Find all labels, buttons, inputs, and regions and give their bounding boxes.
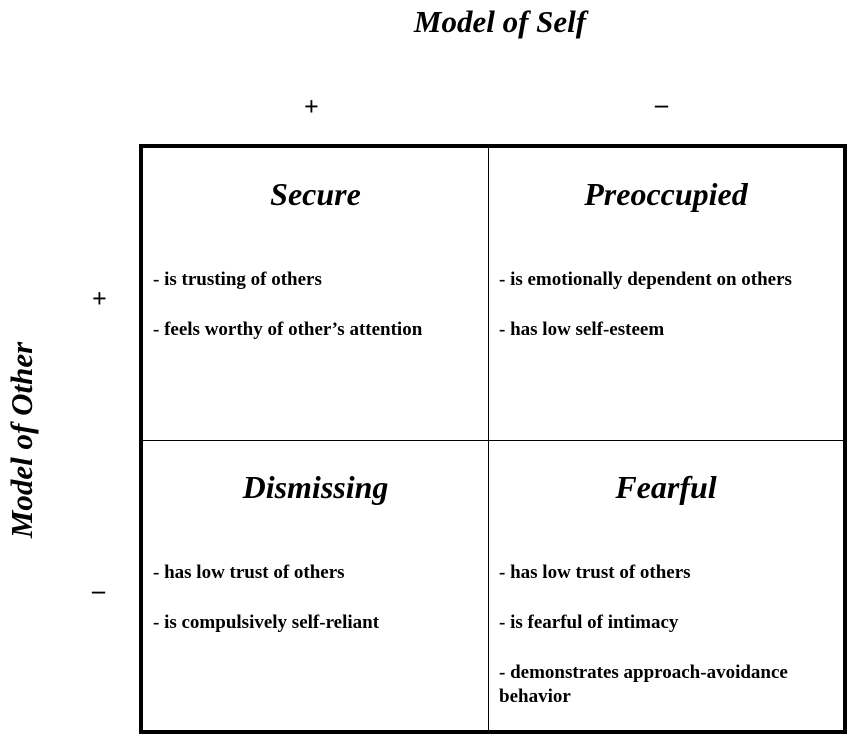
other-negative-sign: – bbox=[92, 576, 105, 605]
quadrant-items: - is emotionally dependent on others - h… bbox=[499, 268, 833, 368]
quadrant-preoccupied: Preoccupied - is emotionally dependent o… bbox=[489, 148, 843, 441]
quadrant-item: - has low self-esteem bbox=[499, 319, 665, 340]
quadrant-items: - is trusting of others - feels worthy o… bbox=[153, 268, 478, 368]
quadrant-item: - has low trust of others bbox=[153, 562, 345, 583]
self-negative-sign: – bbox=[655, 90, 668, 119]
quadrant-items: - has low trust of others - is fearful o… bbox=[499, 561, 833, 735]
self-positive-sign: + bbox=[304, 92, 319, 121]
quadrant-item: - is compulsively self-reliant bbox=[153, 612, 380, 633]
quadrant-item: - feels worthy of other’s attention bbox=[153, 319, 423, 340]
quadrant-secure: Secure - is trusting of others - feels w… bbox=[143, 148, 489, 441]
quadrant-fearful: Fearful - has low trust of others - is f… bbox=[489, 441, 843, 730]
model-of-other-title: Model of Other bbox=[4, 341, 39, 539]
quadrant-title: Dismissing bbox=[242, 469, 389, 505]
quadrant-item: - has low trust of others bbox=[499, 562, 691, 583]
quadrant-item: - demonstrates approach-avoidance behavi… bbox=[499, 662, 788, 707]
quadrant-dismissing: Dismissing - has low trust of others - i… bbox=[143, 441, 489, 730]
quadrant-title: Preoccupied bbox=[584, 176, 748, 212]
quadrant-item: - is fearful of intimacy bbox=[499, 612, 679, 633]
quadrant-items: - has low trust of others - is compulsiv… bbox=[153, 561, 478, 661]
attachment-quadrant-grid: Secure - is trusting of others - feels w… bbox=[139, 144, 847, 734]
other-positive-sign: + bbox=[92, 284, 107, 313]
quadrant-item: - is emotionally dependent on others bbox=[499, 269, 792, 290]
quadrant-item: - is trusting of others bbox=[153, 269, 322, 290]
model-of-self-title: Model of Self bbox=[413, 4, 587, 39]
quadrant-title: Secure bbox=[270, 176, 361, 212]
quadrant-title: Fearful bbox=[615, 469, 717, 505]
